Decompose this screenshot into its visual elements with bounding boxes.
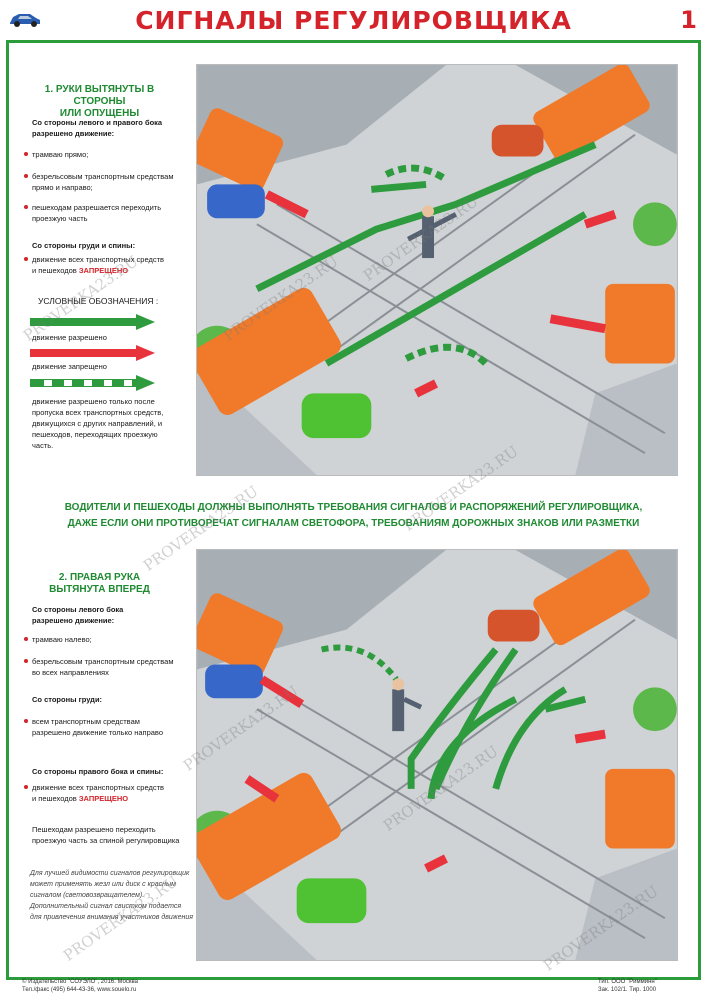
section1-item-vehicles-line2: прямо и направо; (32, 183, 93, 192)
forbidden-arrow-icon (30, 345, 155, 361)
section2-right-prefix: и пешеходов (32, 794, 77, 803)
note-line3: сигналом (световозвращателем). (30, 892, 145, 899)
section1-side-heading-line2: разрешено движение: (32, 129, 115, 138)
page-number: 1 (680, 6, 697, 34)
middle-line2: ДАЖЕ ЕСЛИ ОНИ ПРОТИВОРЕЧАТ СИГНАЛАМ СВЕТ… (67, 518, 640, 529)
section2-right-heading: Со стороны правого бока и спины: (32, 767, 164, 776)
legend-conditional-line4: пешеходов, переходящих проезжую (32, 430, 158, 439)
footer-print-line1: Тип. ООО "Римминн" (598, 979, 657, 985)
allowed-arrow-icon (30, 314, 155, 330)
section2-pedestrian-line1: Пешеходам разрешено переходить (32, 825, 156, 834)
section2-item-vehicles-line1: безрельсовым транспортным средствам (32, 657, 174, 666)
section2-item-tram: трамваю налево; (24, 634, 92, 645)
note-line2: может применять жезл или диск с красным (30, 881, 176, 888)
section1-side-heading-line1: Со стороны левого и правого бока (32, 118, 163, 127)
section1-item-vehicles: безрельсовым транспортным средствам прям… (24, 171, 174, 193)
section1-title: 1. РУКИ ВЫТЯНУТЫ В СТОРОНЫ ИЛИ ОПУЩЕНЫ (22, 84, 177, 120)
legend-conditional-text: движение разрешено только после пропуска… (32, 396, 163, 451)
section2-note: Для лучшей видимости сигналов регулировщ… (30, 868, 193, 923)
section1-title-line1: 1. РУКИ ВЫТЯНУТЫ В СТОРОНЫ (44, 84, 155, 107)
footer-publisher: © Издательство "СОУЭЛО", 2016. Москва Те… (22, 978, 138, 994)
section2-chest-item-line1: всем транспортным средствам (32, 717, 140, 726)
footer-print-info: Тип. ООО "Римминн" Зак. 102/1. Тир. 1000 (598, 978, 657, 994)
legend-allowed-label: движение разрешено (32, 333, 107, 342)
section2-chest-item: всем транспортным средствам разрешено дв… (24, 716, 163, 738)
footer-print-line2: Зак. 102/1. Тир. 1000 (598, 987, 657, 993)
section1-item-tram: трамваю прямо; (24, 149, 88, 160)
note-line5: для привлечения внимания участников движ… (30, 914, 193, 921)
note-line4: Дополнительный сигнал свистком подается (30, 903, 182, 910)
legend-title: УСЛОВНЫЕ ОБОЗНАЧЕНИЯ : (38, 296, 159, 306)
section2-title: 2. ПРАВАЯ РУКА ВЫТЯНУТА ВПЕРЕД (22, 572, 177, 596)
section2-pedestrian-text: Пешеходам разрешено переходить проезжую … (32, 824, 179, 846)
forbidden-label: ЗАПРЕЩЕНО (78, 266, 129, 275)
section2-left-heading-line1: Со стороны левого бока (32, 605, 124, 614)
section1-chest-prefix: и пешеходов (32, 266, 77, 275)
legend-conditional-line1: движение разрешено только после (32, 397, 155, 406)
legend-forbidden-label: движение запрещено (32, 362, 107, 371)
section1-chest-heading: Со стороны груди и спины: (32, 241, 136, 250)
section1-title-line2: ИЛИ ОПУЩЕНЫ (59, 108, 140, 119)
section2-title-line1: 2. ПРАВАЯ РУКА (58, 572, 141, 583)
intersection-illustration-1 (196, 64, 678, 476)
section2-chest-item-line2: разрешено движение только направо (32, 728, 163, 737)
note-line1: Для лучшей видимости сигналов регулировщ… (30, 870, 190, 877)
section2-pedestrian-line2: проезжую часть за спиной регулировщика (32, 836, 180, 845)
section1-item-pedestrians: пешеходам разрешается переходить проезжу… (24, 202, 161, 224)
section2-right-item-line1: движение всех транспортных средств (32, 783, 164, 792)
section1-chest-item: движение всех транспортных средств и пеш… (24, 254, 164, 276)
section1-chest-item-line1: движение всех транспортных средств (32, 255, 164, 264)
section1-item-pedestrians-line1: пешеходам разрешается переходить (32, 203, 162, 212)
forbidden-label-2: ЗАПРЕЩЕНО (78, 794, 129, 803)
section1-chest-item-line2: и пешеходов ЗАПРЕЩЕНО (32, 265, 164, 276)
footer-publisher-line2: Тел./факс (495) 644-43-36, www.souelo.ru (22, 987, 137, 993)
section1-item-vehicles-line1: безрельсовым транспортным средствам (32, 172, 174, 181)
conditional-arrow-icon (30, 375, 155, 391)
section2-item-vehicles: безрельсовым транспортным средствам во в… (24, 656, 174, 678)
section1-item-pedestrians-line2: проезжую часть (32, 214, 88, 223)
section2-item-vehicles-line2: во всех направлениях (32, 668, 109, 677)
section2-left-heading: Со стороны левого бока разрешено движени… (32, 604, 123, 626)
section2-right-item-line2: и пешеходов ЗАПРЕЩЕНО (32, 793, 164, 804)
legend-conditional-line2: пропуска всех транспортных средств, (32, 408, 164, 417)
car-logo-icon (10, 14, 40, 27)
middle-line1: ВОДИТЕЛИ И ПЕШЕХОДЫ ДОЛЖНЫ ВЫПОЛНЯТЬ ТРЕ… (64, 502, 643, 513)
section2-title-line2: ВЫТЯНУТА ВПЕРЕД (49, 584, 150, 595)
page-title: СИГНАЛЫ РЕГУЛИРОВЩИКА (135, 6, 572, 35)
poster-frame (6, 40, 701, 980)
section2-left-heading-line2: разрешено движение: (32, 616, 115, 625)
section1-side-heading: Со стороны левого и правого бока разреше… (32, 117, 162, 139)
intersection-illustration-2 (196, 549, 678, 961)
section2-right-item: движение всех транспортных средств и пеш… (24, 782, 164, 804)
legend-conditional-line5: часть. (32, 441, 54, 450)
footer-publisher-line1: © Издательство "СОУЭЛО", 2016. Москва (22, 979, 138, 985)
section2-chest-heading: Со стороны груди: (32, 695, 103, 704)
legend-conditional-line3: движущихся с других направлений, и (32, 419, 163, 428)
